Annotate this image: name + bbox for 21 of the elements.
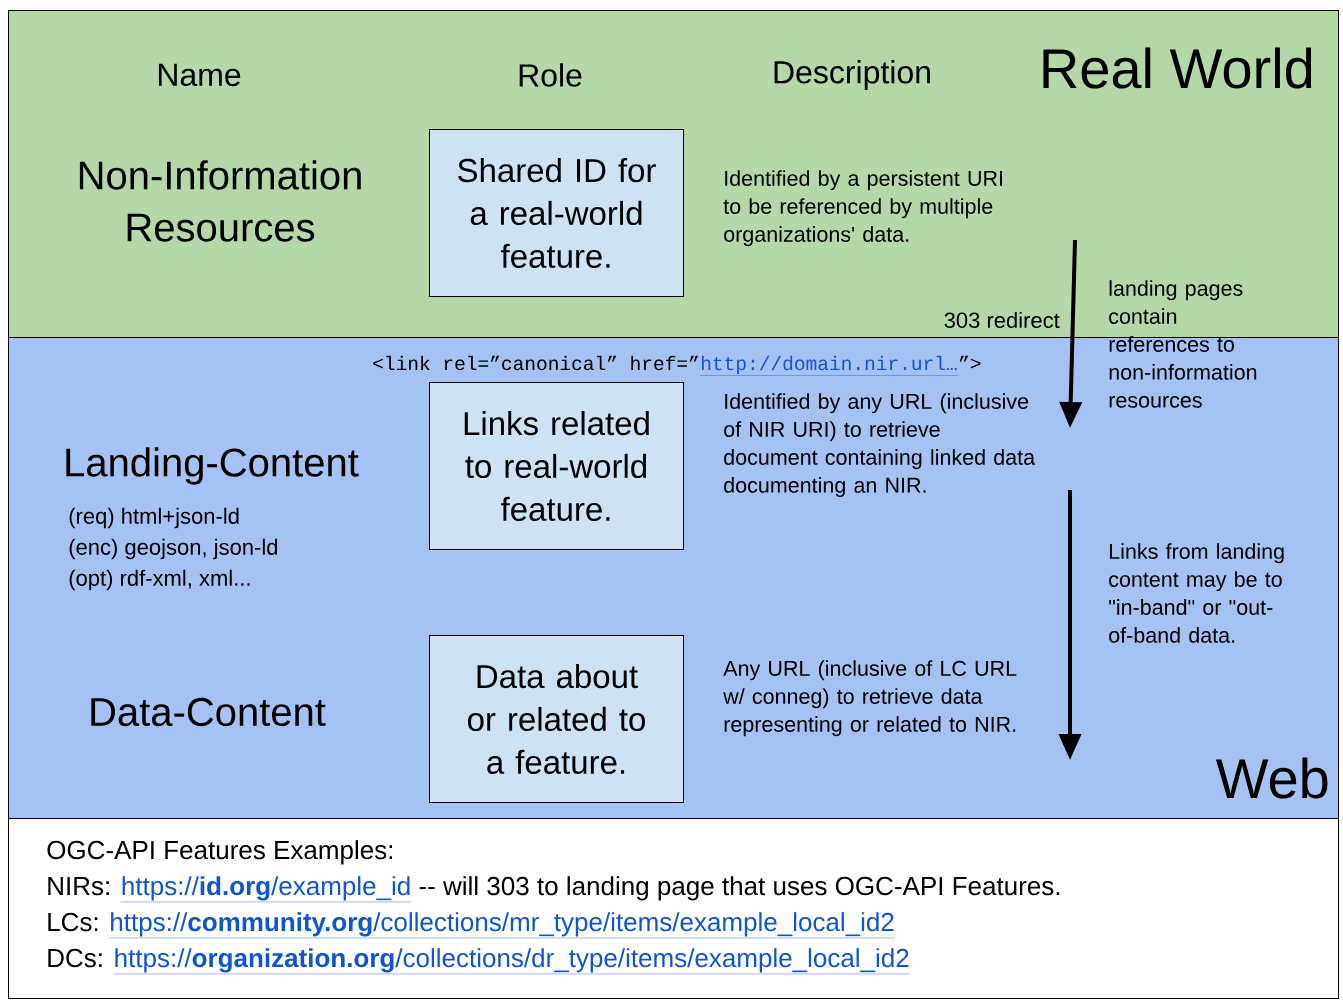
role-box: Data about or related to a feature. (429, 635, 684, 803)
role-box: Links related to real-world feature. (429, 382, 684, 550)
examples-box: OGC-API Features Examples: NIRs: https://id.org/example_id -- will 303 to landing page that uses OGC-API Features. LCs: https://community.org/collections/mr_type/items/example_local_id2 DCs: https://organization.org/collections/dr_type/items/example_local_id2 (8, 818, 1339, 999)
link-text: http://domain.nir.url… (700, 355, 958, 376)
column-header: Role (519, 63, 582, 87)
row-name: Data-Content (91, 697, 326, 727)
column-header: Name (158, 63, 241, 87)
format-text: (opt) rdf-xml, xml... (69, 569, 250, 591)
column-header: Description (774, 60, 930, 90)
role-box: Shared ID for a real-world feature. (429, 129, 684, 297)
redirect-label: 303 redirect (944, 311, 1060, 329)
description-text: Any URL (inclusive of LC URL w/ conneg) to retrieve data representing or related to NIR. (723, 660, 1017, 737)
note-text: Links from landing content may be to "in-band" or "out-of-band data. (1109, 543, 1284, 643)
row-name: Non-Information Resources (79, 160, 361, 242)
description-text: Identified by any URL (inclusive of NIR URI) to retrieve document containing linked data documenting an NIR. (724, 393, 1036, 498)
format-text: (req) html+json-ld (69, 507, 239, 529)
format-text: (enc) geojson, json-ld (69, 538, 278, 560)
description-text: Identified by a persistent URI to be referenced by multiple organizations' data. (723, 170, 1002, 247)
note-text: landing pages contain references to non-information resources (1109, 280, 1257, 408)
row-name: Landing-Content (66, 447, 359, 485)
code-text: ”> (959, 355, 981, 369)
